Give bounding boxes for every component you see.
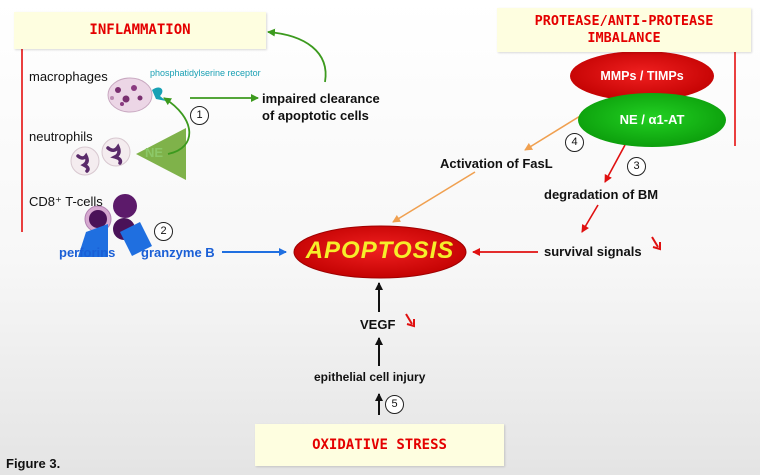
fasl-label: Activation of FasL <box>440 156 553 171</box>
vegf-label: VEGF <box>360 317 396 332</box>
arrow-ne-to-fasl <box>524 112 586 151</box>
granzyme-label: granzyme B <box>141 245 215 260</box>
neutrophils-label: neutrophils <box>29 129 93 144</box>
arrow-degradation-to-survival <box>581 204 599 233</box>
decrease-arrow-icon <box>651 236 661 251</box>
arrow-ne-to-degradation <box>604 144 626 183</box>
ne-triangle-icon <box>136 128 186 180</box>
perforins-label: perforins <box>59 245 116 260</box>
arrow-clearance-to-inflammation <box>267 28 327 83</box>
arrow-ne-to-receptor <box>163 97 191 155</box>
mmps-ellipse <box>570 51 714 101</box>
impaired-clearance-label: impaired clearance of apoptotic cells <box>262 91 380 123</box>
cd8-label: CD8⁺ T-cells <box>29 194 103 209</box>
step-4-badge: 4 <box>565 133 584 152</box>
granzyme-shape <box>120 222 152 256</box>
step-2-badge: 2 <box>154 222 173 241</box>
degradation-label: degradation of BM <box>544 187 659 202</box>
phosphatidylserine-receptor-icon <box>152 87 166 101</box>
decrease-arrow-icon <box>405 313 415 328</box>
inflammation-title: INFLAMMATION <box>14 12 266 49</box>
apoptosis-text: APOPTOSIS <box>305 237 455 264</box>
epithelial-injury-label: epithelial cell injury <box>314 370 426 384</box>
ne-aat-text: NE / α1-AT <box>619 112 685 127</box>
arrow-fasl-to-apoptosis <box>392 171 476 223</box>
mmps-text: MMPs / TIMPs <box>600 69 684 83</box>
protease-imbalance-title: PROTEASE/ANTI-PROTEASE IMBALANCE <box>497 8 751 52</box>
step-5-badge: 5 <box>385 395 404 414</box>
step-3-badge: 3 <box>627 157 646 176</box>
neutrophil-icon <box>70 137 131 176</box>
survival-signals-label: survival signals <box>544 244 642 259</box>
figure-caption: Figure 3. <box>6 456 61 471</box>
macrophage-icon <box>107 77 153 113</box>
apoptosis-ellipse <box>293 225 467 279</box>
t-cell-icon <box>84 194 137 240</box>
receptor-label: phosphatidylserine receptor <box>150 68 261 78</box>
ne-label: NE <box>145 145 164 160</box>
step-1-badge: 1 <box>190 106 209 125</box>
perforin-shape <box>78 224 108 257</box>
macrophages-label: macrophages <box>29 69 108 84</box>
oxidative-stress-title: OXIDATIVE STRESS <box>255 424 504 466</box>
ne-aat-ellipse <box>578 93 726 147</box>
